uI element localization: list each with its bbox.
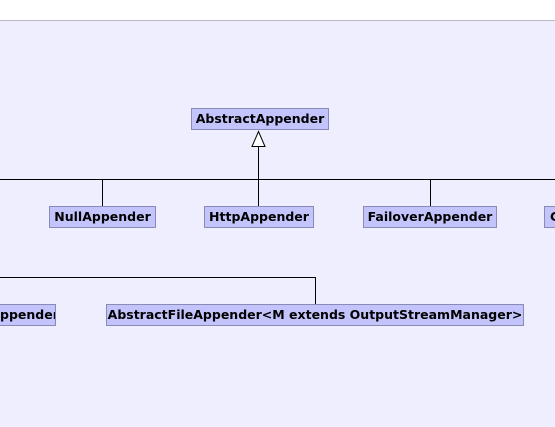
edge-abstractfileappender-drop — [315, 277, 316, 304]
node-abstract-appender[interactable]: AbstractAppender — [191, 108, 329, 130]
edge-failoverappender-drop — [430, 179, 431, 206]
node-failover-appender-label: FailoverAppender — [367, 209, 493, 224]
edge-nullappender-drop — [102, 179, 103, 206]
node-clipped-left-label: ppender — [0, 307, 56, 322]
node-null-appender[interactable]: NullAppender — [49, 206, 156, 228]
edge-httpappender-drop — [258, 179, 259, 206]
edge-abstractappender-trunk — [258, 146, 259, 179]
node-clipped-left[interactable]: ppender — [0, 304, 56, 326]
node-http-appender-label: HttpAppender — [209, 209, 309, 224]
node-failover-appender[interactable]: FailoverAppender — [363, 206, 497, 228]
edge-horizontal-bus-lower — [0, 277, 316, 278]
node-abstract-file-appender-label: AbstractFileAppender<M extends OutputStr… — [107, 307, 523, 322]
node-clipped-right-label: C — [550, 207, 555, 227]
inheritance-arrowhead — [251, 130, 266, 147]
node-http-appender[interactable]: HttpAppender — [204, 206, 314, 228]
node-abstract-file-appender[interactable]: AbstractFileAppender<M extends OutputStr… — [106, 304, 524, 326]
node-clipped-right[interactable]: C — [544, 206, 555, 228]
node-abstract-appender-label: AbstractAppender — [195, 111, 325, 126]
edge-horizontal-bus-upper — [0, 179, 555, 180]
node-null-appender-label: NullAppender — [54, 209, 151, 224]
